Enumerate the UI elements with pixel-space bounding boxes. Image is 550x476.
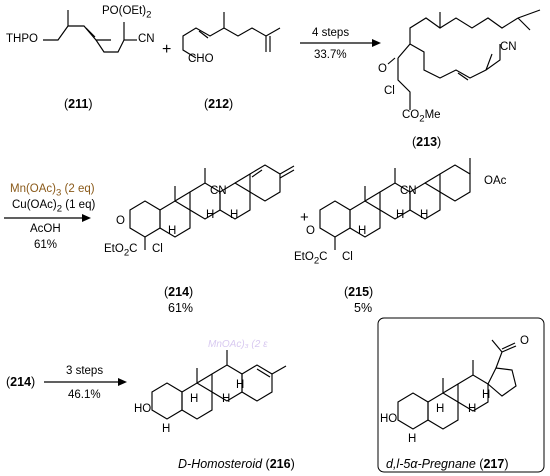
arrow-1-top-text: 4 steps	[312, 27, 350, 39]
arrow-1-bottom-text: 33.7%	[314, 49, 347, 61]
arrow-2-yield: 61%	[34, 239, 58, 251]
cn-group-label-211: CN	[138, 33, 155, 45]
h-label-214-a: H	[168, 225, 177, 237]
watermark-text: MnOAc)₃ (2 ε	[208, 339, 268, 350]
plus-sign-2: +	[300, 209, 309, 226]
phosphonate-group-label: PO(OEt)2	[102, 5, 152, 21]
compound-label-214: (214)	[164, 285, 194, 299]
compound-217-structure	[397, 339, 517, 430]
pregnane-box	[377, 317, 545, 473]
cn-label-215: CN	[400, 185, 417, 197]
oac-label-215: OAc	[484, 175, 507, 187]
h-label-214-b: H	[206, 209, 215, 221]
compound-212-structure	[182, 12, 281, 59]
h-label-216-b: H	[190, 393, 199, 405]
compound-label-211: (211)	[64, 97, 93, 111]
h-label-216-c: H	[222, 393, 231, 405]
ester-label-214: EtO2C	[104, 243, 138, 259]
reagent-cu-label: Cu(OAc)2 (1 eq)	[12, 199, 96, 215]
cl-label-215: Cl	[342, 251, 353, 263]
h-label-217-c: H	[468, 403, 477, 415]
compound-215-structure	[319, 158, 471, 250]
ketone-o-label-217: O	[520, 335, 529, 347]
h-label-214-c: H	[230, 209, 239, 221]
h-label-217-a: H	[408, 433, 417, 445]
ester-label-213: CO2Me	[402, 109, 441, 125]
arrow-3-top-text: 3 steps	[66, 365, 104, 377]
ketone-o-label-213: O	[378, 63, 387, 75]
compound-label-215: (215)	[344, 285, 374, 299]
h-label-215-a: H	[358, 225, 367, 237]
cl-label-214: Cl	[152, 243, 163, 255]
reagent-mn-label: Mn(OAc)3 (2 eq)	[10, 183, 95, 199]
compound-213-structure	[387, 9, 541, 110]
compound-name-216: D-Homosteroid (216)	[178, 457, 295, 471]
h-label-217-d: H	[482, 389, 491, 401]
arrow-3-bottom-text: 46.1%	[68, 389, 101, 401]
solvent-label: AcOH	[30, 223, 61, 235]
h-label-216-d: H	[236, 379, 245, 391]
h-label-217-b: H	[436, 403, 445, 415]
ho-label-216: HO	[134, 403, 152, 415]
h-label-216-a: H	[162, 423, 171, 435]
h-label-215-b: H	[396, 209, 405, 221]
start-label-214: (214)	[6, 375, 36, 389]
cn-group-label-213: CN	[500, 41, 517, 53]
ketone-o-label-214: O	[116, 215, 125, 227]
cn-label-214: CN	[210, 185, 227, 197]
ester-label-215: EtO2C	[294, 251, 328, 267]
cl-label-213: Cl	[384, 85, 395, 97]
plus-sign-1: +	[162, 41, 172, 58]
yield-214: 61%	[168, 301, 194, 315]
ketone-o-label-215: O	[306, 225, 315, 237]
compound-211-structure	[43, 10, 137, 53]
yield-215: 5%	[354, 301, 373, 315]
h-label-215-c: H	[420, 209, 429, 221]
compound-216-structure	[151, 350, 287, 420]
cho-group-label: CHO	[188, 53, 214, 65]
compound-label-213: (213)	[412, 135, 442, 149]
compound-name-217: d,l-5α-Pregnane (217)	[386, 457, 509, 471]
ho-label-217: HO	[380, 413, 398, 425]
thpo-group-label: THPO	[6, 33, 38, 45]
compound-label-212: (212)	[204, 97, 234, 111]
compound-214-structure	[129, 164, 295, 250]
